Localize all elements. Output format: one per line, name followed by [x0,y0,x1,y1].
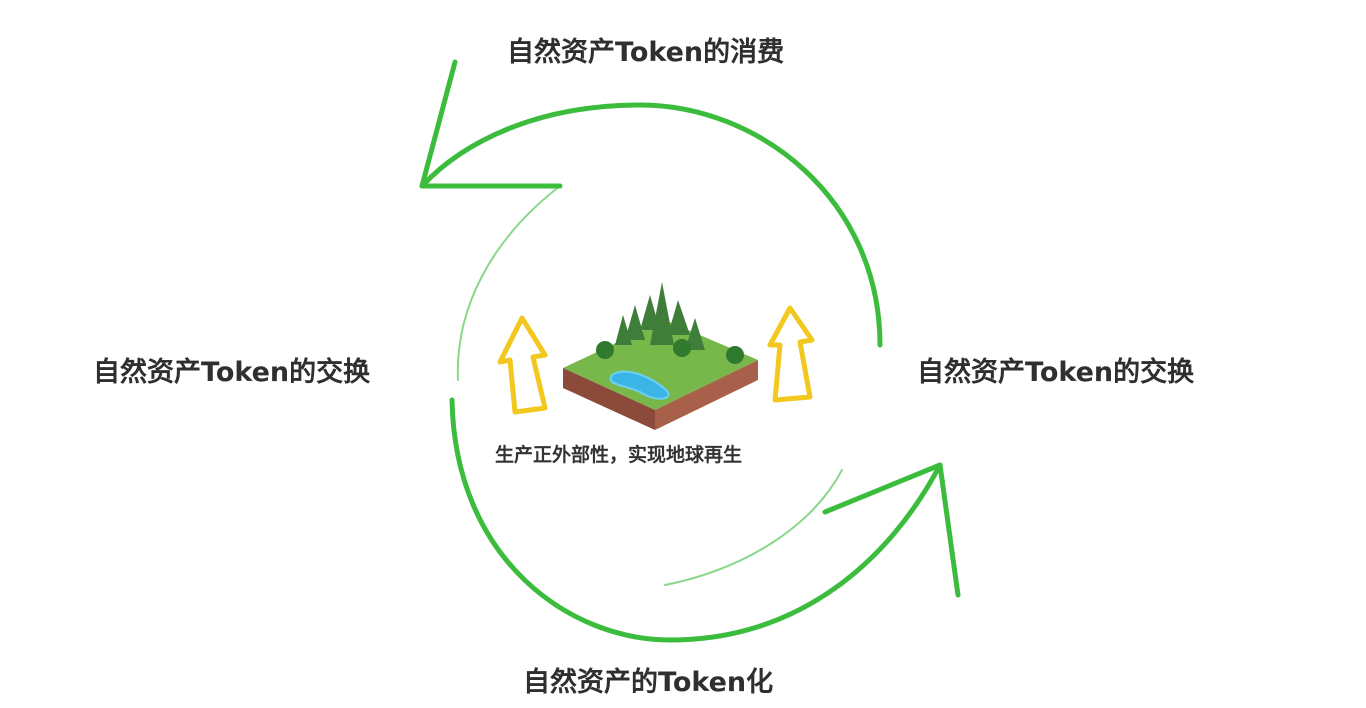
inner-right-line [664,469,843,586]
inner-left-line [456,185,561,381]
top-arrowhead-icon [419,59,563,189]
label-exchange-right: 自然资产Token的交换 [917,357,1195,388]
forest-island-icon [563,282,758,430]
center-caption: 生产正外部性，实现地球再生 [495,444,743,466]
label-tokenization: 自然资产的Token化 [523,667,774,698]
bottom-arrowhead-icon [822,462,961,598]
label-consumption: 自然资产Token的消费 [507,37,785,68]
left-up-arrow-icon [497,315,548,415]
bottom-cycle-arrow [449,397,943,643]
label-exchange-left: 自然资产Token的交换 [93,357,371,388]
right-up-arrow-icon [767,305,815,403]
top-cycle-arrow [419,102,883,348]
